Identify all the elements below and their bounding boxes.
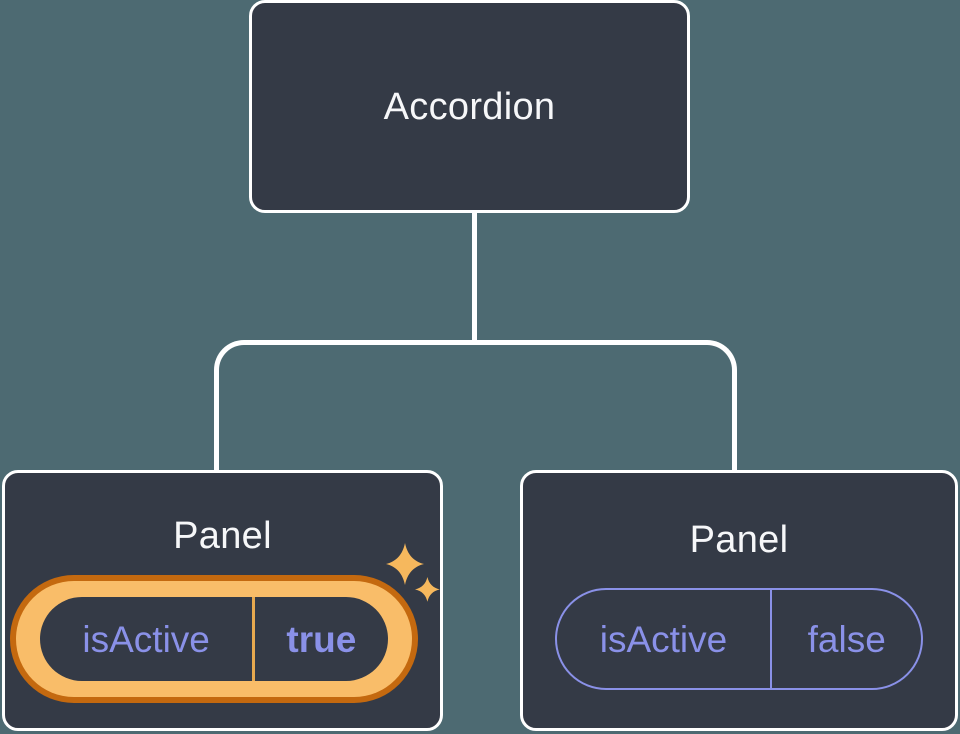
accordion-label: Accordion [383, 85, 556, 128]
panel-label: Panel [173, 515, 272, 557]
state-highlight-ring-inner: isActive true [16, 581, 412, 697]
component-node-panel-active: Panel isActive true [2, 470, 443, 731]
pill-divider [252, 597, 255, 681]
connector-root-stem [472, 211, 477, 345]
panel-label: Panel [689, 519, 789, 561]
component-node-panel-inactive: Panel isActive false [520, 470, 958, 731]
state-pill-cells: isActive false [557, 590, 921, 688]
state-highlight-ring-outer: isActive true [10, 575, 418, 703]
state-pill-cells: isActive true [40, 597, 388, 681]
pill-divider [769, 590, 773, 688]
state-name: isActive [82, 618, 210, 660]
state-value: false [807, 618, 886, 660]
state-value: true [286, 618, 357, 660]
state-pill-active: isActive true [40, 597, 388, 681]
state-name: isActive [599, 618, 728, 660]
state-pill-inactive: isActive false [555, 588, 923, 690]
sparkles-icon [386, 543, 440, 602]
component-node-accordion: Accordion [249, 0, 690, 213]
connector-branch [214, 340, 737, 470]
